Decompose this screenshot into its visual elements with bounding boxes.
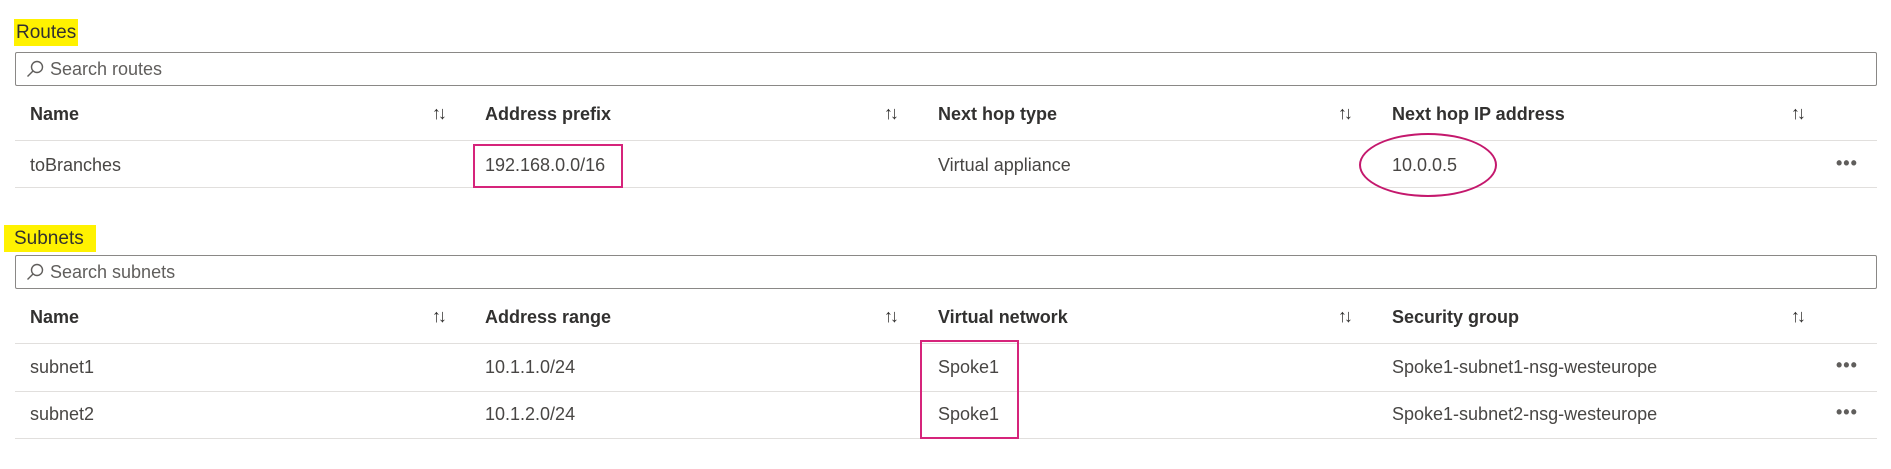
more-actions-icon[interactable]: ••• — [1836, 153, 1858, 173]
col-header-name[interactable]: Name — [30, 104, 80, 124]
sort-icon[interactable]: ↑↓ — [884, 103, 899, 123]
search-icon — [27, 60, 44, 77]
col-header-next-hop-ip[interactable]: Next hop IP address — [1392, 104, 1565, 124]
col-header-address-prefix[interactable]: Address prefix — [485, 104, 612, 124]
subnet-security-group: Spoke1-subnet1-nsg-westeurope — [1392, 357, 1658, 377]
subnet-address-range: 10.1.1.0/24 — [485, 357, 576, 377]
subnet-virtual-network: Spoke1 — [938, 404, 1000, 424]
subnet-address-range: 10.1.2.0/24 — [485, 404, 576, 424]
routes-section-title: Routes — [14, 19, 79, 46]
search-subnets-box[interactable] — [15, 255, 1877, 289]
divider — [15, 391, 1877, 392]
annotation-box-virtual-network — [920, 340, 1019, 439]
route-name[interactable]: toBranches — [30, 155, 122, 175]
subnet-name[interactable]: subnet2 — [30, 404, 95, 424]
divider — [15, 187, 1877, 188]
sort-icon[interactable]: ↑↓ — [884, 306, 899, 326]
divider — [15, 140, 1877, 141]
divider — [15, 343, 1877, 344]
subnet-virtual-network: Spoke1 — [938, 357, 1000, 377]
annotation-box-address-prefix — [473, 144, 623, 188]
sort-icon[interactable]: ↑↓ — [432, 306, 447, 326]
sort-icon[interactable]: ↑↓ — [1791, 306, 1806, 326]
col-header-address-range[interactable]: Address range — [485, 307, 612, 327]
sort-icon[interactable]: ↑↓ — [432, 103, 447, 123]
sort-icon[interactable]: ↑↓ — [1338, 103, 1353, 123]
sort-icon[interactable]: ↑↓ — [1791, 103, 1806, 123]
route-next-hop-type: Virtual appliance — [938, 155, 1071, 175]
annotation-ellipse-next-hop-ip — [1359, 133, 1497, 197]
subnets-section-title: Subnets — [4, 225, 96, 252]
col-header-virtual-network[interactable]: Virtual network — [938, 307, 1068, 327]
search-routes-box[interactable] — [15, 52, 1877, 86]
col-header-next-hop-type[interactable]: Next hop type — [938, 104, 1058, 124]
sort-icon[interactable]: ↑↓ — [1338, 306, 1353, 326]
subnet-security-group: Spoke1-subnet2-nsg-westeurope — [1392, 404, 1658, 424]
col-header-name[interactable]: Name — [30, 307, 80, 327]
subnet-name[interactable]: subnet1 — [30, 357, 95, 377]
search-routes-input[interactable] — [50, 58, 1750, 80]
more-actions-icon[interactable]: ••• — [1836, 355, 1858, 375]
search-icon — [27, 263, 44, 280]
col-header-security-group[interactable]: Security group — [1392, 307, 1520, 327]
route-address-prefix: 192.168.0.0/16 — [485, 155, 606, 175]
more-actions-icon[interactable]: ••• — [1836, 402, 1858, 422]
search-subnets-input[interactable] — [50, 261, 1750, 283]
